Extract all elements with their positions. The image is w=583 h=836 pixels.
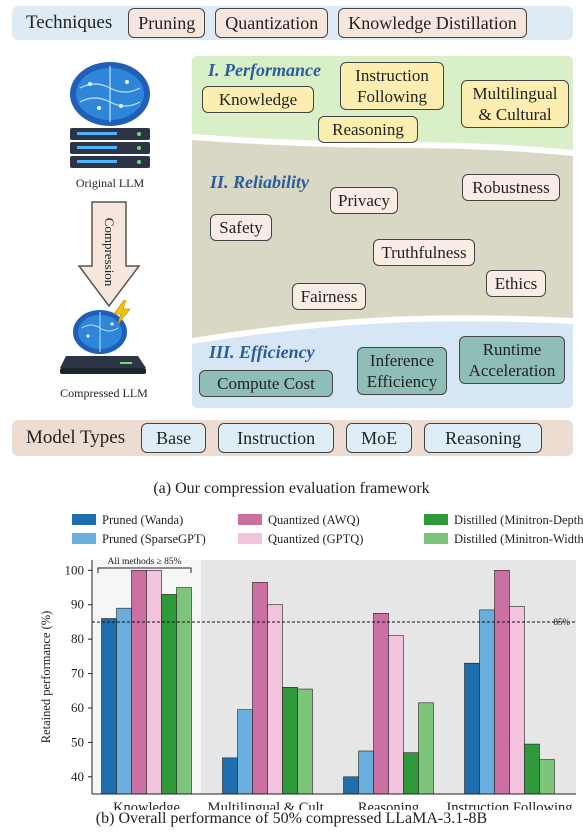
performance-title: I. Performance: [208, 60, 321, 80]
y-tick-label: 50: [71, 734, 84, 749]
model-type-reasoning: Reasoning: [424, 423, 543, 453]
bar: [267, 604, 283, 795]
bar: [388, 635, 404, 795]
bar: [479, 609, 495, 795]
legend-swatch: [72, 514, 96, 525]
model-type-base: Base: [141, 423, 207, 453]
model-type-instruction: Instruction: [218, 423, 335, 453]
legend-label: Distilled (Minitron-Depth): [454, 513, 583, 527]
legend-label: Pruned (SparseGPT): [102, 532, 206, 546]
bar: [524, 743, 540, 795]
compressed-llm-figure: [58, 300, 148, 380]
rel-fairness: Fairness: [292, 283, 366, 310]
chart-legend: Pruned (Wanda) Pruned (SparseGPT) Quantize…: [72, 513, 583, 546]
y-tick-label: 90: [71, 597, 84, 612]
legend-swatch: [424, 533, 448, 544]
perf-reasoning: Reasoning: [318, 116, 418, 143]
bar: [403, 752, 419, 795]
annotation-label: All methods ≥ 85%: [107, 557, 181, 567]
bar: [252, 582, 268, 795]
legend-label: Quantized (GPTQ): [268, 532, 363, 546]
bar: [116, 607, 132, 795]
lightning-icon: [113, 300, 131, 324]
techniques-bar: Techniques Pruning Quantization Knowledg…: [12, 6, 573, 40]
bar: [494, 570, 510, 795]
perf-multilingual-cultural: Multilingual& Cultural: [461, 80, 569, 128]
bar: [176, 587, 192, 795]
bar: [297, 688, 313, 795]
legend-label: Pruned (Wanda): [102, 513, 183, 527]
legend-swatch: [72, 533, 96, 544]
performance-chart: Pruned (Wanda) Pruned (SparseGPT) Quantize…: [39, 513, 583, 810]
x-tick-label: Instruction Following: [446, 800, 572, 810]
bar: [464, 662, 480, 795]
model-type-moe: MoE: [346, 423, 413, 453]
down-arrow-icon: [77, 201, 141, 308]
y-tick-label: 40: [71, 769, 84, 784]
original-llm-label: Original LLM: [75, 176, 145, 190]
bar: [222, 757, 238, 795]
bar: [131, 570, 147, 795]
rel-privacy: Privacy: [330, 187, 398, 214]
bar: [343, 776, 359, 795]
reliability-title: II. Reliability: [210, 172, 309, 192]
legend-swatch: [238, 514, 262, 525]
original-llm-figure: [55, 58, 165, 176]
threshold-label: 85%: [554, 617, 571, 627]
rel-ethics: Ethics: [486, 270, 546, 297]
y-tick-label: 70: [71, 666, 84, 681]
rel-robustness: Robustness: [462, 174, 560, 201]
efficiency-title: III. Efficiency: [209, 342, 315, 362]
caption-b: (b) Overall performance of 50% compresse…: [95, 810, 488, 827]
y-tick-label: 60: [71, 700, 84, 715]
chart-plot: Knowledge Multilingual & Cult. Reasoning In…: [39, 557, 576, 810]
x-tick-label: Reasoning: [358, 800, 419, 810]
rel-safety: Safety: [210, 214, 272, 241]
legend-swatch: [424, 514, 448, 525]
eff-compute-cost: Compute Cost: [199, 370, 333, 397]
y-axis-label: Retained performance (%): [39, 611, 53, 744]
perf-knowledge: Knowledge: [202, 86, 314, 113]
bar: [237, 709, 253, 795]
brain-server-icon: [70, 62, 150, 168]
bar: [509, 606, 525, 795]
y-tick-label: 100: [65, 562, 85, 577]
bar: [373, 613, 389, 795]
brain-laptop-icon: [60, 310, 146, 374]
bar: [418, 702, 434, 795]
legend-label: Distilled (Minitron-Width): [454, 532, 583, 546]
bar: [101, 618, 117, 795]
bar: [161, 594, 177, 795]
techniques-label: Techniques: [26, 12, 113, 33]
rel-truthfulness: Truthfulness: [373, 239, 475, 266]
bar: [539, 759, 555, 795]
annotation-bracket: [97, 567, 192, 573]
x-tick-label: Knowledge: [113, 800, 180, 810]
technique-quantization: Quantization: [215, 8, 329, 38]
y-tick-label: 80: [71, 631, 84, 646]
bar: [358, 750, 374, 795]
bar: [146, 570, 162, 795]
caption-a: (a) Our compression evaluation framework: [153, 480, 430, 497]
compression-label: Compression: [102, 217, 117, 287]
legend-swatch: [238, 533, 262, 544]
technique-pruning: Pruning: [128, 8, 206, 38]
x-tick-label: Multilingual & Cult.: [208, 800, 328, 810]
compressed-llm-label: Compressed LLM: [60, 386, 148, 400]
model-types-bar: Model Types Base Instruction MoE Reasoni…: [12, 420, 573, 456]
technique-knowledge-distillation: Knowledge Distillation: [338, 8, 527, 38]
legend-label: Quantized (AWQ): [268, 513, 360, 527]
model-types-label: Model Types: [26, 427, 126, 448]
bar: [282, 687, 298, 795]
